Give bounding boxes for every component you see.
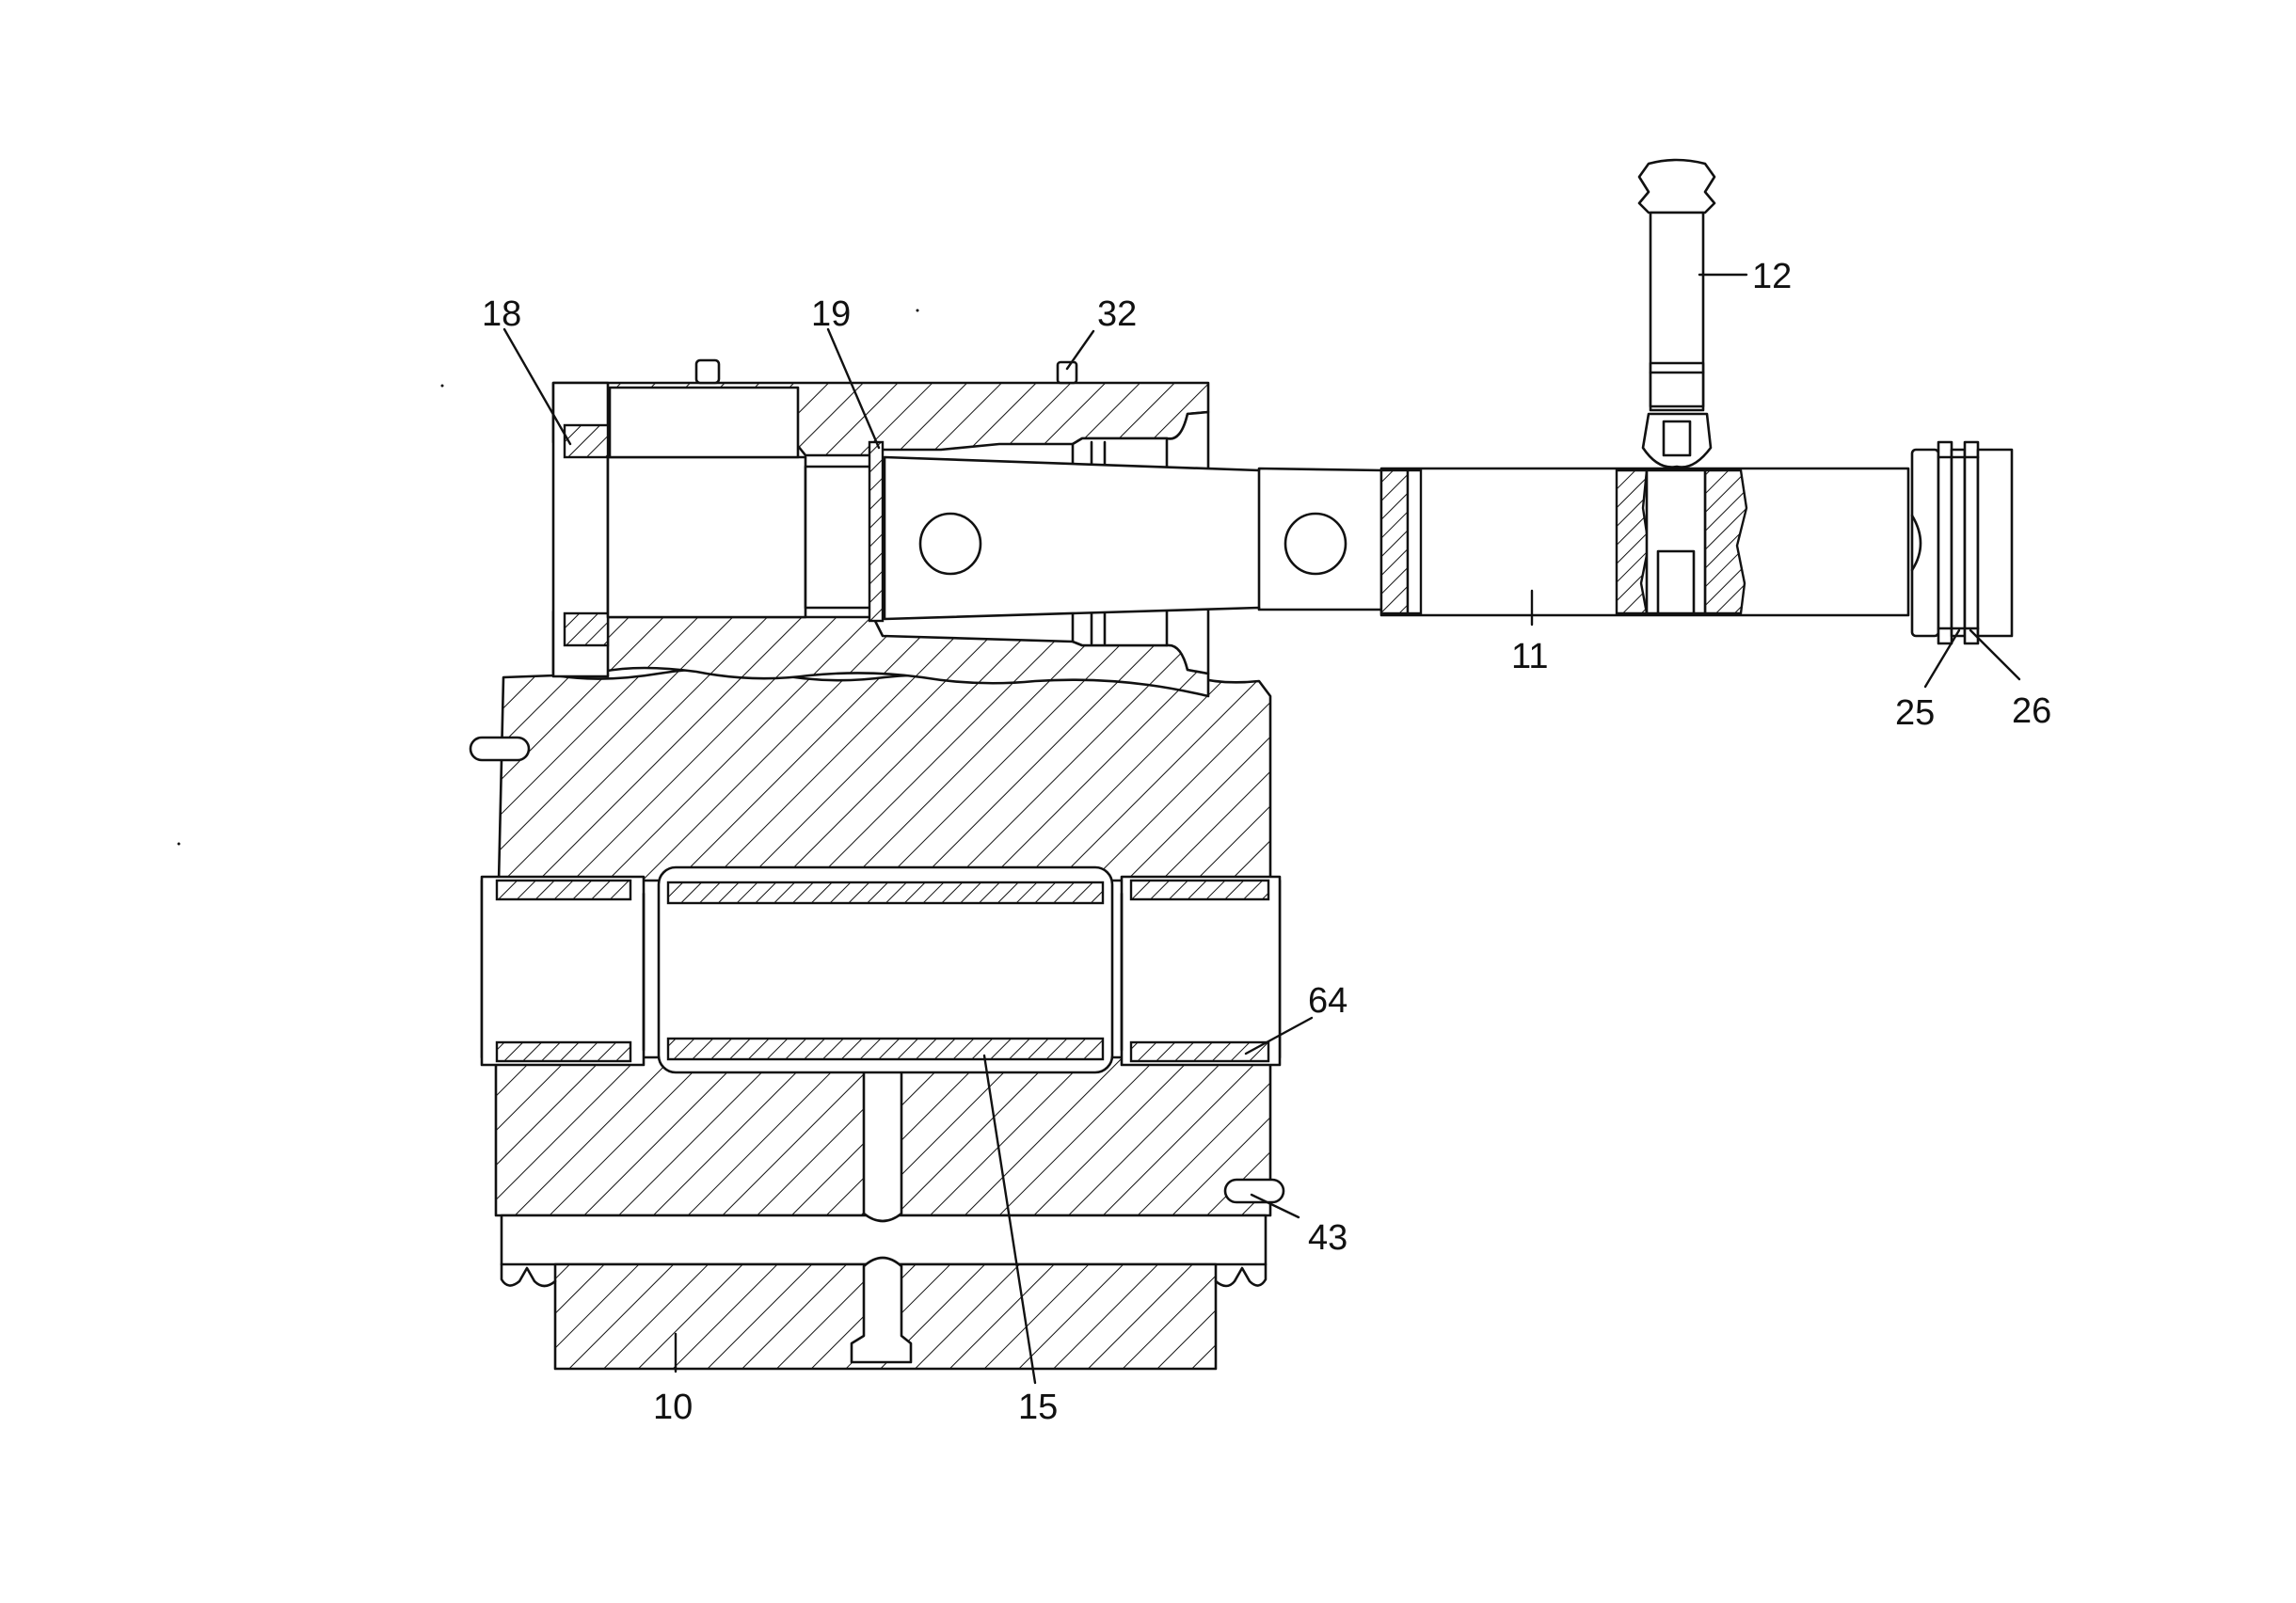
shaft — [1379, 440, 2014, 645]
reference-11: 11 — [1511, 589, 1548, 676]
link-hole-left — [918, 512, 982, 576]
bearing-right-top-race — [1129, 879, 1270, 901]
reference-26: 26 — [1969, 628, 2051, 731]
leader-43 — [1250, 1193, 1300, 1219]
housing-upper-block — [497, 667, 1272, 884]
locating-pin-left — [469, 736, 531, 762]
link-hole-right — [1284, 512, 1347, 576]
vertical-passage-lower — [850, 1256, 913, 1364]
reference-10: 10 — [653, 1332, 693, 1427]
reference-25: 25 — [1895, 628, 1961, 733]
bearing-left — [480, 875, 646, 1067]
bushing-top-wall — [666, 881, 1105, 905]
locating-pin-right — [1223, 1178, 1285, 1204]
leader-19 — [826, 327, 881, 450]
end-cap-seal-top — [563, 423, 610, 459]
scan-speck-2 — [916, 309, 919, 312]
seal-ring — [868, 440, 885, 623]
leader-18 — [502, 327, 572, 446]
leader-15 — [982, 1054, 1037, 1385]
pin-cap — [1637, 158, 1716, 214]
top-pin-left — [694, 358, 721, 385]
central-bushing — [657, 865, 1114, 1074]
ref-numeral-26: 26 — [2012, 691, 2051, 731]
snap-ring-26 — [1963, 440, 1980, 645]
leader-26 — [1969, 628, 2021, 681]
pin-shoulder — [1649, 361, 1705, 408]
ref-numeral-19: 19 — [811, 294, 851, 334]
ref-numeral-18: 18 — [482, 294, 521, 334]
reference-19: 19 — [811, 294, 881, 450]
bearing-assembly — [480, 865, 1282, 1074]
ref-numeral-64: 64 — [1308, 981, 1347, 1021]
shaft-end-seal — [1379, 468, 1410, 615]
ref-numeral-25: 25 — [1895, 693, 1935, 733]
connecting-link — [883, 455, 1385, 621]
vertical-passage — [862, 1065, 903, 1223]
ref-numeral-10: 10 — [653, 1388, 693, 1427]
pin-tip-inner — [1662, 420, 1692, 457]
end-ring-notch — [1910, 514, 1922, 572]
reference-43: 43 — [1250, 1193, 1347, 1258]
end-ring-right — [1976, 448, 2014, 638]
leader-64 — [1244, 1016, 1314, 1055]
base-flange-left — [500, 1262, 557, 1288]
end-ring-left — [1910, 448, 1940, 638]
scan-speck-1 — [440, 384, 444, 388]
bearing-right — [1120, 875, 1282, 1067]
reference-32: 32 — [1065, 294, 1137, 371]
bushing-bottom-wall — [666, 1037, 1105, 1061]
leader-25 — [1923, 628, 1961, 689]
cylinder-bore-left — [606, 455, 807, 619]
ref-numeral-43: 43 — [1308, 1218, 1347, 1258]
reference-15: 15 — [982, 1054, 1058, 1427]
shaft-section-left — [1615, 468, 1650, 615]
ref-numeral-11: 11 — [1511, 637, 1548, 676]
groove-ring — [1950, 448, 1967, 638]
bearing-left-bottom-race — [495, 1040, 632, 1063]
scan-speck-3 — [177, 842, 181, 846]
ref-numeral-32: 32 — [1097, 294, 1137, 334]
ref-numeral-12: 12 — [1752, 257, 1792, 296]
piston-head-top — [608, 386, 800, 459]
leader-32 — [1065, 329, 1095, 371]
bearing-right-bottom-race — [1129, 1040, 1270, 1063]
ref-numeral-15: 15 — [1018, 1388, 1058, 1427]
pin-12 — [1637, 158, 1716, 468]
end-cap-seal-bottom — [563, 611, 610, 647]
reference-18: 18 — [482, 294, 572, 446]
shaft-end-collar — [1406, 468, 1423, 615]
shaft-section-right — [1703, 468, 1748, 615]
bearing-left-top-race — [495, 879, 632, 901]
reference-12: 12 — [1698, 257, 1792, 296]
shaft-cross-bore-inner — [1656, 549, 1696, 615]
base-flange-right — [1214, 1262, 1268, 1288]
top-pin-right — [1056, 360, 1078, 385]
snap-ring-25 — [1937, 440, 1953, 645]
reference-64: 64 — [1244, 981, 1347, 1055]
